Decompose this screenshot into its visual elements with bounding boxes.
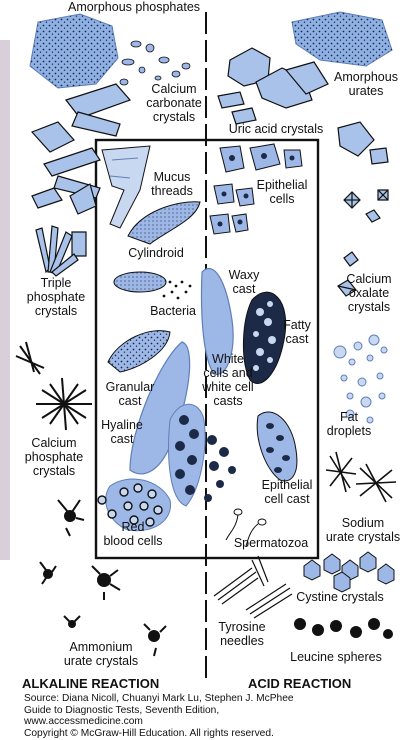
epithelial-cells-label: Epithelial cells <box>252 178 312 206</box>
leucine-label: Leucine spheres <box>286 650 386 664</box>
calcium-carbonate-figure <box>120 41 190 85</box>
amorphous-phosphates-figure <box>30 14 118 88</box>
source-credit: Source: Diana Nicoll, Chuanyi Mark Lu, S… <box>24 693 394 739</box>
triple-phosphate-label: Triple phosphate crystals <box>16 276 96 318</box>
red-blood-cells-label: Red blood cells <box>98 520 168 548</box>
calcium-carbonate-label: Calcium carbonate crystals <box>134 82 214 124</box>
tyrosine-label: Tyrosine needles <box>214 620 270 648</box>
source-line: Guide to Diagnostic Tests, Seventh Editi… <box>24 705 394 717</box>
hyaline-cast-label: Hyaline cast <box>96 418 148 446</box>
epithelial-cell-cast-label: Epithelial cell cast <box>252 478 322 506</box>
fat-droplets-label: Fat droplets <box>318 410 380 438</box>
granular-cast-label: Granular cast <box>100 380 160 408</box>
tyrosine-figure <box>214 556 292 618</box>
source-line: Source: Diana Nicoll, Chuanyi Mark Lu, S… <box>24 693 394 705</box>
leucine-figure <box>294 618 393 639</box>
white-cells-label: White cells and white cell casts <box>196 352 260 408</box>
source-link[interactable]: www.accessmedicine.com <box>24 716 394 728</box>
amorphous-phosphates-label: Amorphous phosphates <box>54 0 214 14</box>
spermatozoa-label: Spermatozoa <box>226 536 316 550</box>
acid-reaction-heading: ACID REACTION <box>248 676 351 691</box>
sodium-urate-label: Sodium urate crystals <box>318 516 408 544</box>
bacteria-figure <box>114 272 191 299</box>
epithelial-cell-cast-figure <box>257 412 297 481</box>
waxy-cast-label: Waxy cast <box>214 268 274 296</box>
alkaline-reaction-heading: ALKALINE REACTION <box>22 676 159 691</box>
sodium-urate-figure <box>326 452 396 502</box>
copyright-line: Copyright © McGraw-Hill Education. All r… <box>24 728 394 740</box>
uric-acid-label: Uric acid crystals <box>216 122 336 136</box>
ammonium-urate-label: Ammonium urate crystals <box>46 640 156 668</box>
calcium-phosphate-label: Calcium phosphate crystals <box>14 436 94 478</box>
granular-cast-figure <box>108 331 170 372</box>
amorphous-urates-figure <box>292 12 392 66</box>
white-cell-cast-figure <box>169 404 236 506</box>
mucus-threads-label: Mucus threads <box>144 170 200 198</box>
cylindroid-figure <box>128 202 200 244</box>
amorphous-urates-label: Amorphous urates <box>326 70 406 98</box>
page-edge-strip <box>0 40 10 560</box>
cylindroid-label: Cylindroid <box>116 246 196 260</box>
bacteria-label: Bacteria <box>138 304 208 318</box>
mucus-threads-figure <box>102 146 150 228</box>
calcium-phosphate-figure <box>16 342 92 430</box>
calcium-oxalate-label: Calcium oxalate crystals <box>336 272 402 314</box>
fatty-cast-label: Fatty cast <box>272 318 322 346</box>
cystine-label: Cystine crystals <box>288 590 392 604</box>
